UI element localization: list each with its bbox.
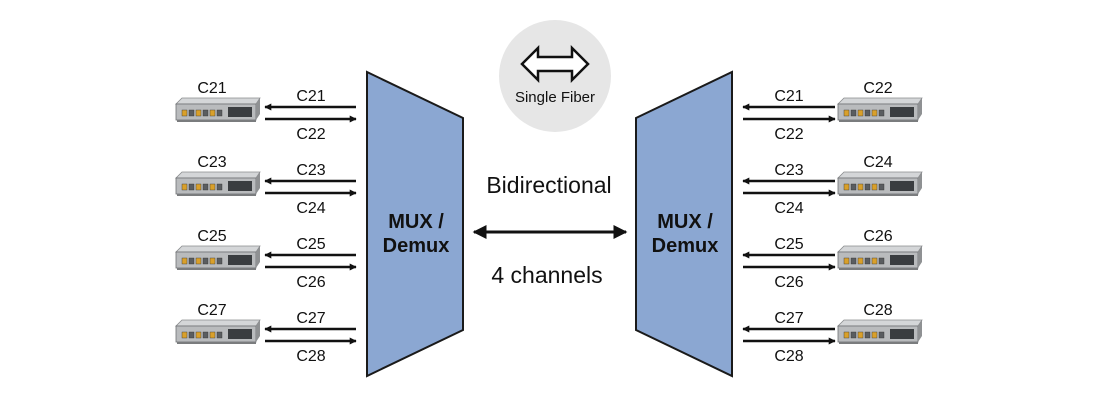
channel-out-label: C22 <box>296 126 325 143</box>
channel-out-label: C24 <box>774 200 803 217</box>
mux-right: MUX / Demux <box>635 70 733 378</box>
bidirectional-label: Bidirectional <box>486 172 611 198</box>
transceiver-device-icon <box>837 97 923 122</box>
mux-left: MUX / Demux <box>366 70 464 378</box>
channel-in-label: C25 <box>296 236 325 253</box>
channel-in-label: C27 <box>296 310 325 327</box>
channel-out-label: C28 <box>774 348 803 365</box>
channel-out-label: C22 <box>774 126 803 143</box>
channel-in-label: C21 <box>296 88 325 105</box>
channel-out-label: C28 <box>296 348 325 365</box>
channel-out-label: C26 <box>296 274 325 291</box>
device-label: C28 <box>863 302 892 319</box>
mux-right-shape <box>635 70 733 378</box>
channel-in-label: C23 <box>774 162 803 179</box>
mux-right-line2: Demux <box>652 235 719 257</box>
device-label: C22 <box>863 80 892 97</box>
transceiver-device-icon <box>837 245 923 270</box>
channel-in-label: C23 <box>296 162 325 179</box>
device-label: C27 <box>197 302 226 319</box>
channel-out-label: C24 <box>296 200 325 217</box>
device-label: C26 <box>863 228 892 245</box>
transceiver-device-icon <box>837 171 923 196</box>
channel-in-label: C25 <box>774 236 803 253</box>
transceiver-device-icon <box>175 97 261 122</box>
single-fiber-badge: Single Fiber <box>499 20 611 132</box>
transceiver-device-icon <box>175 319 261 344</box>
mux-left-line2: Demux <box>383 235 450 257</box>
channel-in-label: C21 <box>774 88 803 105</box>
device-label: C23 <box>197 154 226 171</box>
fiber-badge-circle <box>499 20 611 132</box>
transceiver-device-icon <box>175 171 261 196</box>
mux-left-line1: MUX / <box>388 211 444 233</box>
channel-in-label: C27 <box>774 310 803 327</box>
transceiver-device-icon <box>837 319 923 344</box>
mux-left-shape <box>366 70 464 378</box>
channel-out-label: C26 <box>774 274 803 291</box>
mux-right-line1: MUX / <box>657 211 713 233</box>
channels-label: 4 channels <box>491 262 602 288</box>
device-label: C21 <box>197 80 226 97</box>
device-label: C25 <box>197 228 226 245</box>
single-fiber-label: Single Fiber <box>515 89 595 106</box>
device-label: C24 <box>863 154 892 171</box>
double-arrow-icon <box>520 44 590 84</box>
center-link: Bidirectional 4 channels <box>472 172 628 288</box>
transceiver-device-icon <box>175 245 261 270</box>
